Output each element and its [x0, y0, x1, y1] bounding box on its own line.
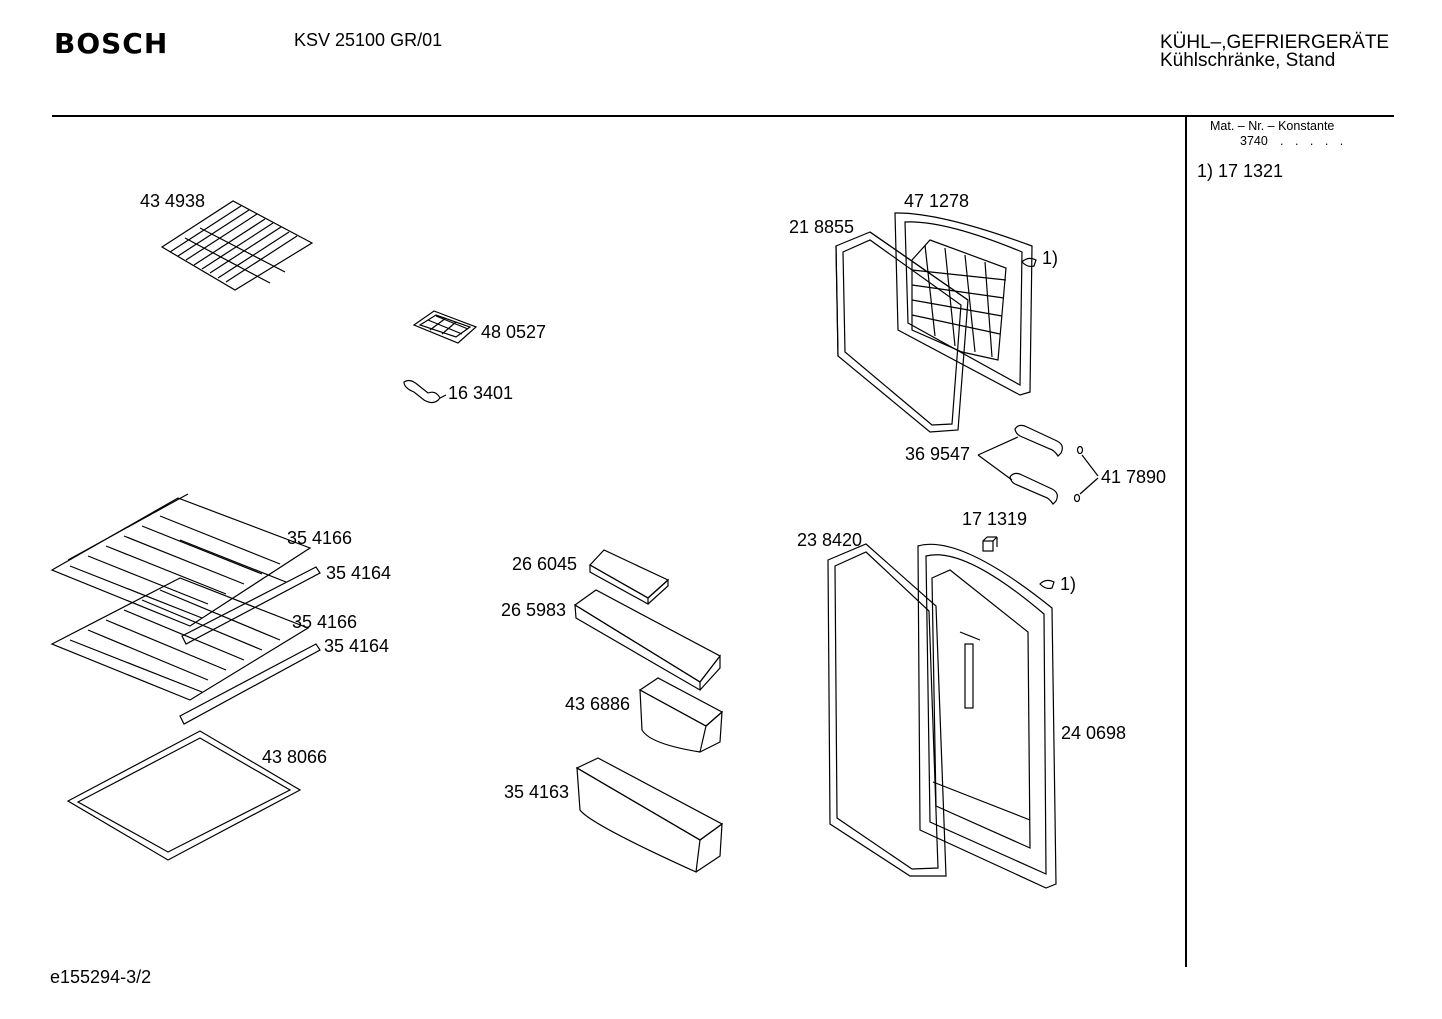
freezer-door-grid: [911, 244, 1007, 358]
part-label-354166-upper: 35 4166: [287, 528, 353, 548]
shelf-trim-lower[interactable]: [179, 643, 321, 725]
model-number: KSV 25100 GR/01: [294, 30, 443, 50]
part-label-438066: 43 8066: [262, 747, 328, 767]
wire-shelf-upper[interactable]: [50, 493, 312, 627]
part-label-163401: 16 3401: [448, 383, 514, 403]
constant-value: 3740: [1240, 134, 1268, 148]
door-compartment-lid[interactable]: [589, 549, 670, 606]
part-label-354164-lower: 35 4164: [324, 636, 390, 656]
part-label-240698: 24 0698: [1061, 723, 1127, 743]
fridge-door[interactable]: [917, 543, 1057, 889]
ice-cube-tray[interactable]: [412, 310, 478, 344]
category-title: KÜHL–,GEFRIERGERÄTE: [1160, 32, 1390, 53]
door-handles[interactable]: [977, 424, 1063, 505]
sidebar-divider: [1185, 116, 1187, 967]
category-subtitle: Kühlschränke, Stand: [1160, 50, 1336, 71]
part-label-471278: 47 1278: [904, 191, 970, 211]
callout-fridge-hinge: 1): [1060, 574, 1077, 594]
footnote-part: 1) 17 1321: [1197, 161, 1284, 181]
handle-screws[interactable]: [1073, 445, 1099, 503]
part-label-369547: 36 9547: [905, 444, 971, 464]
wire-rack-small[interactable]: [160, 200, 314, 291]
door-stop-clip[interactable]: [982, 536, 998, 552]
document-id: e155294-3/2: [50, 967, 152, 987]
ice-scraper[interactable]: [403, 379, 447, 404]
callout-freezer-hinge: 1): [1042, 248, 1059, 268]
constant-label: Mat. – Nr. – Konstante: [1210, 119, 1335, 133]
part-label-265983: 26 5983: [501, 600, 567, 620]
part-label-354166-lower: 35 4166: [292, 612, 358, 632]
fridge-door-gasket[interactable]: [827, 543, 947, 877]
door-bottle-shelf[interactable]: [575, 757, 724, 873]
wire-shelf-lower[interactable]: [50, 577, 310, 701]
part-label-266045: 26 6045: [512, 554, 578, 574]
part-label-434938: 43 4938: [140, 191, 206, 211]
shelf-trim-upper[interactable]: [181, 566, 321, 645]
part-label-436886: 43 6886: [565, 694, 631, 714]
part-label-480527: 48 0527: [481, 322, 547, 342]
header-divider: [52, 115, 1394, 117]
door-bin-small[interactable]: [638, 677, 724, 753]
door-butter-shelf[interactable]: [573, 589, 721, 692]
fridge-hinge-icon: [1039, 579, 1055, 590]
part-label-238420: 23 8420: [797, 530, 863, 550]
brand-logo: BOSCH: [54, 27, 169, 60]
glass-shelf[interactable]: [66, 730, 302, 861]
part-label-171319: 17 1319: [962, 509, 1028, 529]
part-label-417890: 41 7890: [1101, 467, 1167, 487]
part-label-354164-upper: 35 4164: [326, 563, 392, 583]
freezer-hinge-icon: [1021, 257, 1037, 268]
freezer-door[interactable]: [894, 212, 1033, 396]
freezer-door-gasket[interactable]: [835, 231, 969, 433]
part-label-354163: 35 4163: [504, 782, 570, 802]
constant-dots: . . . . .: [1280, 134, 1348, 148]
part-label-218855: 21 8855: [789, 217, 855, 237]
